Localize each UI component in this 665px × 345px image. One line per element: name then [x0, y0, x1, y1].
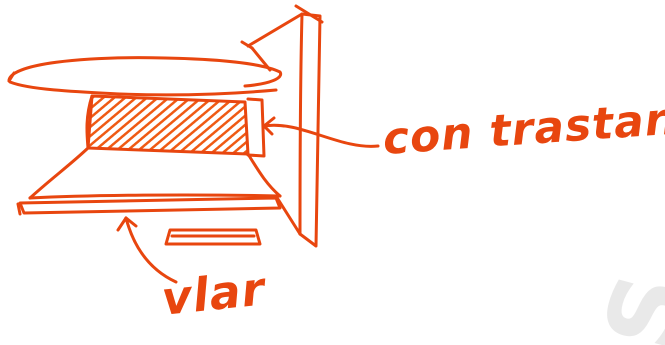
vlar-annotation: vlar	[160, 265, 268, 322]
contrastar-leader	[264, 118, 378, 146]
upper-disc	[9, 58, 281, 95]
waist-curves	[30, 148, 280, 198]
lower-base	[18, 195, 280, 214]
contrast-band	[87, 96, 264, 156]
small-slab	[166, 230, 260, 244]
sketch-strokes	[9, 6, 378, 282]
watermark-logo: S	[590, 264, 665, 345]
